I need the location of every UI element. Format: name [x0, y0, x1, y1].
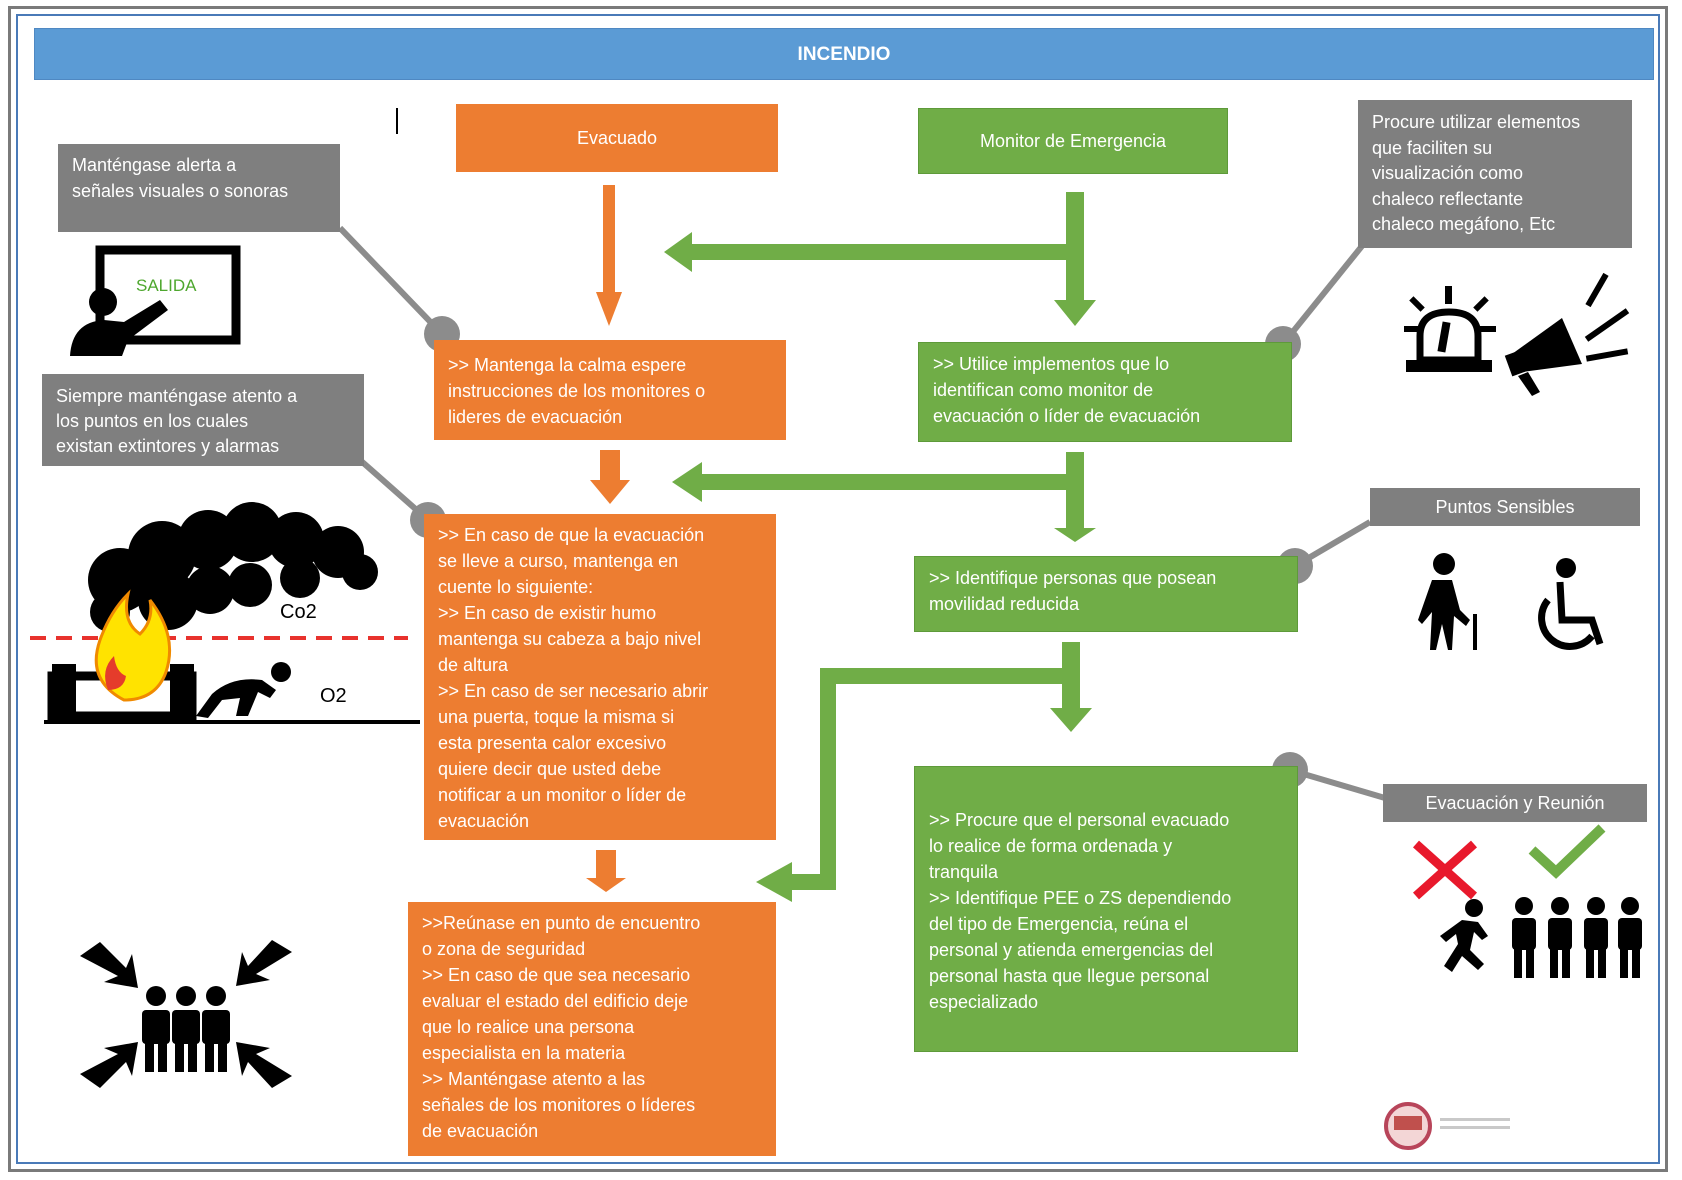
- cross-mark-icon: [1412, 840, 1478, 900]
- running-person-icon: [1440, 899, 1488, 972]
- salida-sign-label: SALIDA: [136, 276, 197, 295]
- elderly-person-icon: [1418, 553, 1477, 650]
- tip-evacuacion-reunion: Evacuación y Reunión: [1383, 784, 1647, 822]
- gather-arrows-icon: [80, 940, 292, 1088]
- monitor-header: Monitor de Emergencia: [918, 108, 1228, 174]
- check-mark-icon: [1528, 824, 1606, 879]
- group-people-icon: [1512, 897, 1642, 978]
- page-title: INCENDIO: [34, 28, 1654, 80]
- salida-sign-icon: [70, 245, 241, 356]
- outer-frame: [8, 6, 1668, 1172]
- logo-seal: [1384, 1102, 1510, 1150]
- text-cursor: [396, 108, 398, 134]
- fire-smoke-icon: [30, 502, 420, 724]
- siren-icon: [1404, 286, 1496, 372]
- o2-label: O2: [320, 685, 347, 707]
- co2-label: Co2: [280, 601, 317, 623]
- evacuado-header: Evacuado: [456, 104, 778, 172]
- megaphone-icon: [1504, 272, 1630, 396]
- tip-puntos-sensibles: Puntos Sensibles: [1370, 488, 1640, 526]
- inner-frame: [16, 14, 1660, 1164]
- wheelchair-icon: [1538, 558, 1604, 650]
